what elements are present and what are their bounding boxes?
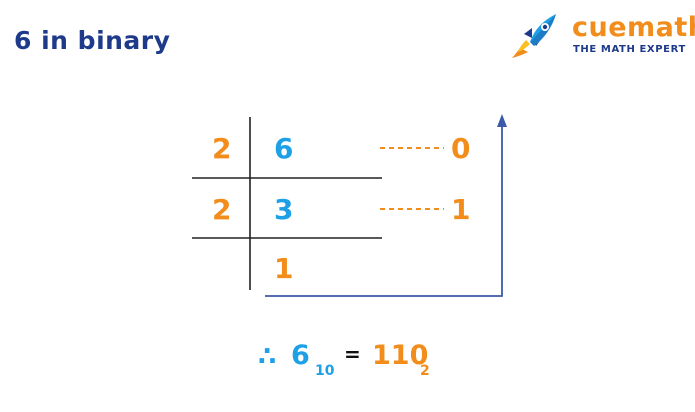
remainder-row-1: 0 — [451, 132, 471, 165]
decimal-base: 10 — [315, 363, 335, 379]
result-equation: ∴ 6 10 = 110 2 — [258, 338, 458, 388]
read-direction-arrow — [265, 124, 503, 297]
final-quotient: 1 — [274, 252, 294, 285]
rocket-icon — [512, 14, 556, 58]
page-title: 6 in binary — [14, 26, 171, 55]
therefore-symbol: ∴ — [258, 342, 277, 372]
dividend-row-2: 3 — [274, 193, 294, 226]
decimal-value: 6 — [291, 340, 310, 371]
arrow-head-icon — [497, 114, 507, 127]
brand-name: cuemath — [572, 12, 695, 43]
divisor-row-2: 2 — [212, 193, 232, 226]
binary-base: 2 — [420, 363, 430, 379]
divisor-row-1: 2 — [212, 132, 232, 165]
equals-sign: = — [344, 342, 361, 366]
binary-value: 110 — [372, 340, 429, 371]
remainder-row-2: 1 — [451, 193, 471, 226]
dividend-row-1: 6 — [274, 132, 294, 165]
brand-tagline: THE MATH EXPERT — [573, 44, 686, 55]
cuemath-logo: cuemath THE MATH EXPERT — [510, 10, 695, 60]
